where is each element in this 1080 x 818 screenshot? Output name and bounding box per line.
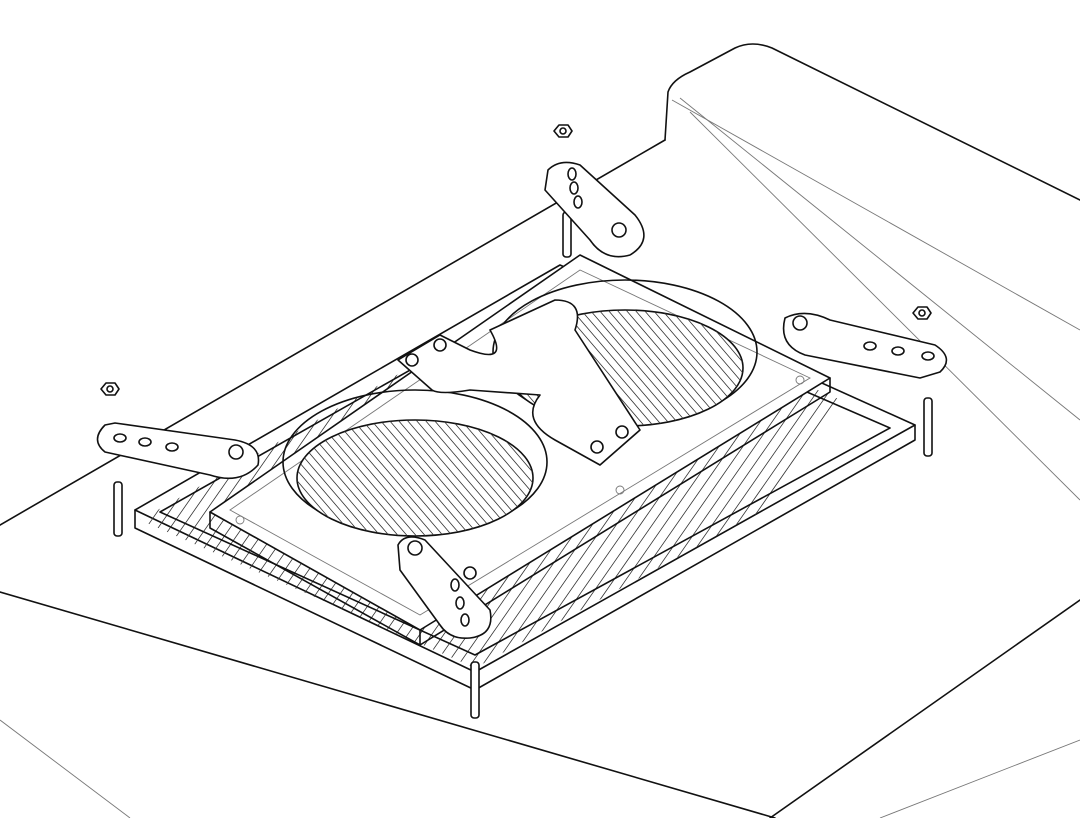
fin-line	[670, 310, 743, 426]
fin-line	[361, 420, 483, 536]
fin-line	[307, 420, 429, 536]
fin-line	[688, 310, 743, 426]
bracket-arm-top	[544, 161, 645, 258]
fin-line	[140, 280, 149, 668]
fin-line	[634, 310, 743, 426]
fin-line	[0, 250, 136, 680]
fin-line	[562, 310, 684, 426]
fin-line	[388, 420, 510, 536]
fin-line	[589, 310, 711, 426]
bracket-arm-right	[782, 312, 948, 379]
fin-line	[0, 250, 112, 680]
fin-line	[352, 420, 474, 536]
fin-line	[652, 310, 743, 426]
fin-line	[406, 420, 528, 536]
fin-line	[140, 280, 173, 668]
fin-line	[433, 420, 533, 536]
fin-line	[316, 420, 438, 536]
fin-line	[598, 310, 720, 426]
fin-line	[0, 250, 100, 680]
fin-line	[679, 310, 743, 426]
fin-line	[460, 420, 533, 536]
fin-line	[571, 310, 693, 426]
nut	[100, 124, 932, 396]
fin-line	[442, 420, 533, 536]
fin-line	[661, 310, 743, 426]
standoff	[113, 211, 933, 719]
fin-line	[343, 420, 465, 536]
fin-line	[325, 420, 447, 536]
fin-line	[616, 310, 738, 426]
fin-line	[487, 420, 533, 536]
fin-line	[469, 420, 533, 536]
fin-line	[370, 420, 492, 536]
fin-line	[697, 310, 743, 426]
fin-line	[478, 420, 533, 536]
fin-line	[451, 420, 533, 536]
fin-line	[643, 310, 743, 426]
fin-line	[625, 310, 743, 426]
table-top	[0, 43, 1080, 818]
fin-line	[379, 420, 501, 536]
fin-line	[297, 420, 384, 536]
fin-line	[424, 420, 533, 536]
fin-line	[140, 280, 185, 668]
fin-line	[580, 310, 702, 426]
bracket-arm-left	[96, 422, 260, 480]
center-plate	[397, 299, 641, 466]
fin-line	[415, 420, 533, 536]
fin-line	[297, 420, 393, 536]
fin-line	[297, 420, 366, 536]
fin-line	[397, 420, 519, 536]
fin-line	[334, 420, 456, 536]
bracket-arm-bottom	[397, 536, 492, 640]
fin-line	[607, 310, 729, 426]
fin-line	[297, 420, 375, 536]
fin-line	[0, 250, 124, 680]
